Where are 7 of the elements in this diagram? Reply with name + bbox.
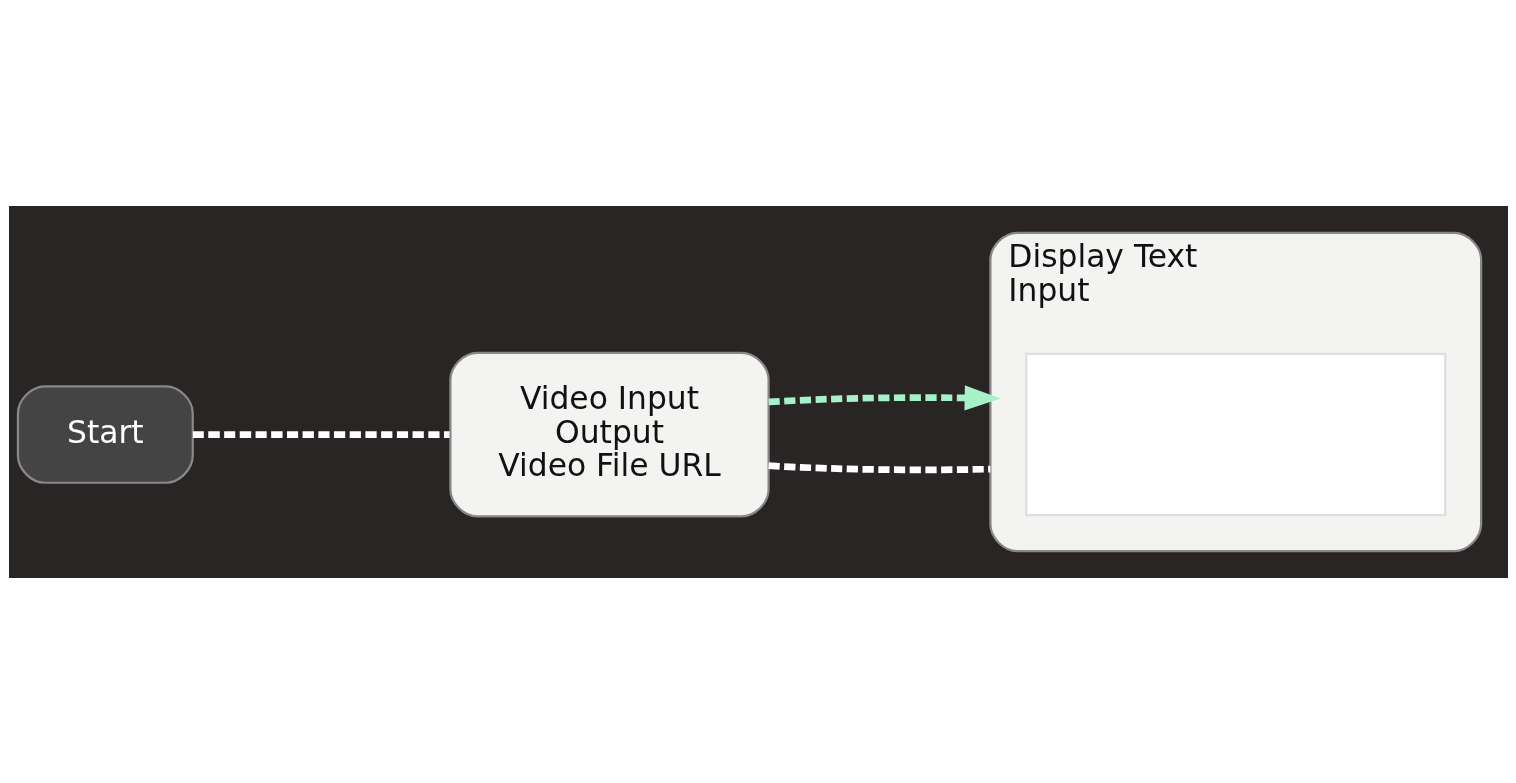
node-box: Start [16, 384, 194, 484]
node-box [1024, 352, 1446, 516]
cluster: Display Text Input [988, 231, 1482, 552]
arrow [767, 384, 1001, 410]
connector [192, 430, 450, 438]
node-box: Video Input Output Video File URL [448, 351, 770, 517]
connector [767, 461, 990, 473]
